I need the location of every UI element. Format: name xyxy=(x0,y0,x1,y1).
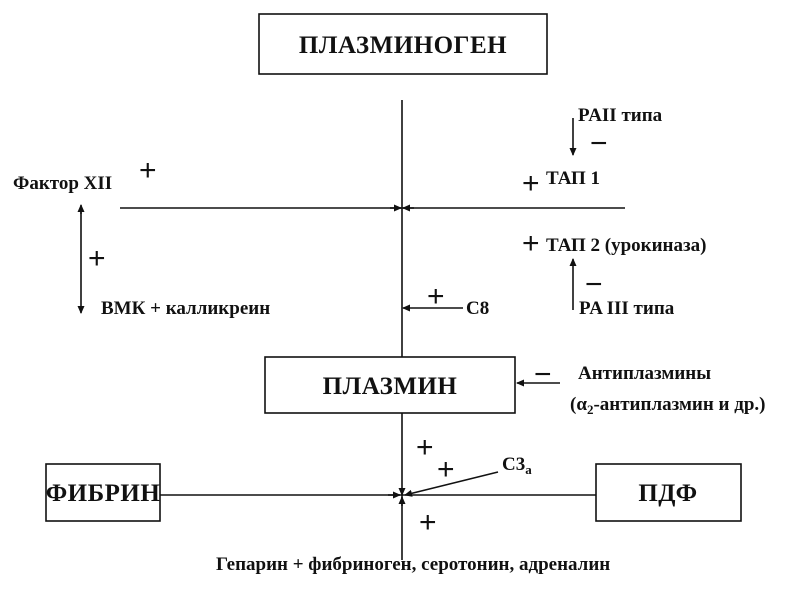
pdf-label: ПДФ xyxy=(638,480,697,507)
plus-sign-vmk: + xyxy=(88,242,106,275)
fibrin-box xyxy=(45,463,161,522)
minus-sign-antiplasmins: − xyxy=(534,358,552,391)
pdf-box xyxy=(595,463,742,522)
c3a-arrow xyxy=(404,471,499,497)
plasminogen-label: ПЛАЗМИНОГЕН xyxy=(299,32,507,59)
plus-sign-c3a: + xyxy=(437,453,455,486)
plus-sign-factor-xii: + xyxy=(139,154,157,187)
plus-sign-tap2: + xyxy=(522,227,540,260)
minus-sign-pa-iii: − xyxy=(585,268,603,301)
plasmin-label: ПЛАЗМИН xyxy=(323,373,458,400)
c3a-label: С3a xyxy=(502,454,532,477)
plus-sign-bottom: + xyxy=(419,506,437,539)
minus-sign-pa-ii: − xyxy=(590,127,608,160)
plus-sign-plasmin-lower-1: + xyxy=(416,431,434,464)
factor-xii-label: Фактор XII xyxy=(13,173,112,194)
c8-label: С8 xyxy=(466,298,489,319)
plus-sign-c8: + xyxy=(427,280,445,313)
plus-sign-tap1: + xyxy=(522,167,540,200)
antiplasmins-label: Антиплазмины xyxy=(578,363,711,384)
vmk-label: ВМК + калликреин xyxy=(101,298,270,319)
tap2-label: ТАП 2 (урокиназа) xyxy=(546,235,706,256)
bottom-modulators-label: Гепарин + фибриноген, серотонин, адренал… xyxy=(216,554,610,575)
antiplasmins-detail: (α2-антиплазмин и др.) xyxy=(570,394,766,417)
pa-ii-label: PAII типа xyxy=(578,105,663,126)
plasminogen-box xyxy=(258,13,548,75)
pa-iii-label: PA III типа xyxy=(579,298,675,319)
tap1-label: ТАП 1 xyxy=(546,168,600,189)
plasmin-box xyxy=(264,356,516,414)
fibrin-label: ФИБРИН xyxy=(46,480,161,507)
